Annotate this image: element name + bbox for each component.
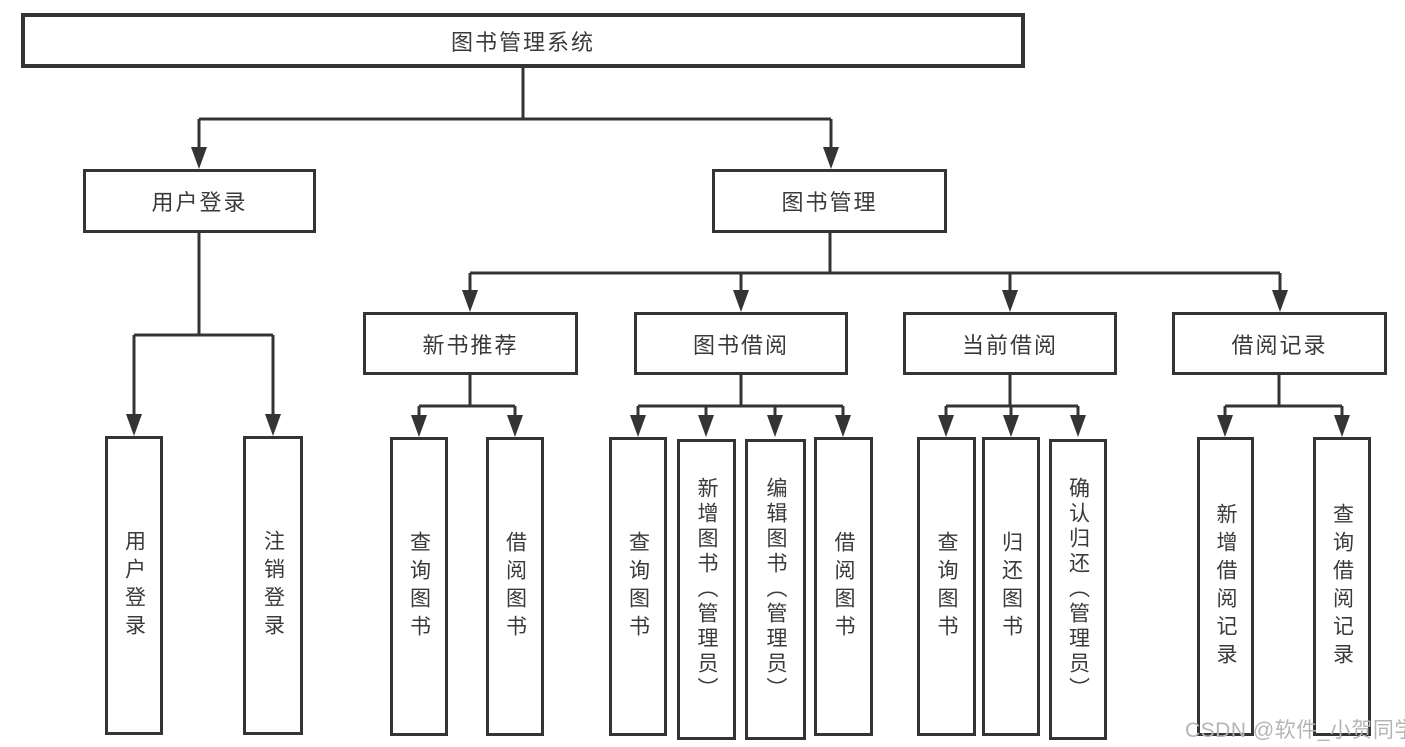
node-book-management: 图书管理 bbox=[712, 169, 947, 233]
node-borrow-books-2: 借阅图书 bbox=[814, 437, 873, 736]
edge-new-book-split bbox=[417, 375, 517, 416]
edge-book-mgmt-split bbox=[468, 233, 1282, 291]
edge-book-borrow-split bbox=[636, 375, 845, 416]
node-query-borrow-record: 查询借阅记录 bbox=[1313, 437, 1371, 736]
node-confirm-return-admin: 确认归还（管理员） bbox=[1049, 439, 1107, 740]
watermark: CSDN @软件_小贺同学 bbox=[1185, 719, 1405, 742]
node-user-login: 用户登录 bbox=[83, 169, 316, 233]
arrowheads bbox=[126, 147, 1350, 437]
node-user-login-action: 用户登录 bbox=[105, 436, 163, 735]
node-new-book-recommend: 新书推荐 bbox=[363, 312, 578, 375]
node-logout-action: 注销登录 bbox=[243, 436, 303, 735]
edge-root-split bbox=[197, 68, 833, 148]
node-borrow-records: 借阅记录 bbox=[1172, 312, 1387, 375]
edge-borrow-records-split bbox=[1223, 375, 1344, 416]
node-current-borrow: 当前借阅 bbox=[903, 312, 1117, 375]
node-add-borrow-record: 新增借阅记录 bbox=[1197, 437, 1254, 736]
node-borrow-books-1: 借阅图书 bbox=[486, 437, 544, 736]
node-edit-books-admin: 编辑图书（管理员） bbox=[745, 439, 806, 740]
node-query-books-1: 查询图书 bbox=[390, 437, 448, 736]
node-return-books: 归还图书 bbox=[982, 437, 1040, 736]
node-add-books-admin: 新增图书（管理员） bbox=[677, 439, 736, 740]
node-library-system: 图书管理系统 bbox=[21, 13, 1025, 68]
edge-user-login-split bbox=[132, 233, 275, 415]
node-query-books-3: 查询图书 bbox=[917, 437, 976, 736]
edge-current-borrow-split bbox=[944, 375, 1080, 416]
node-book-borrow: 图书借阅 bbox=[634, 312, 848, 375]
node-query-books-2: 查询图书 bbox=[609, 437, 667, 736]
